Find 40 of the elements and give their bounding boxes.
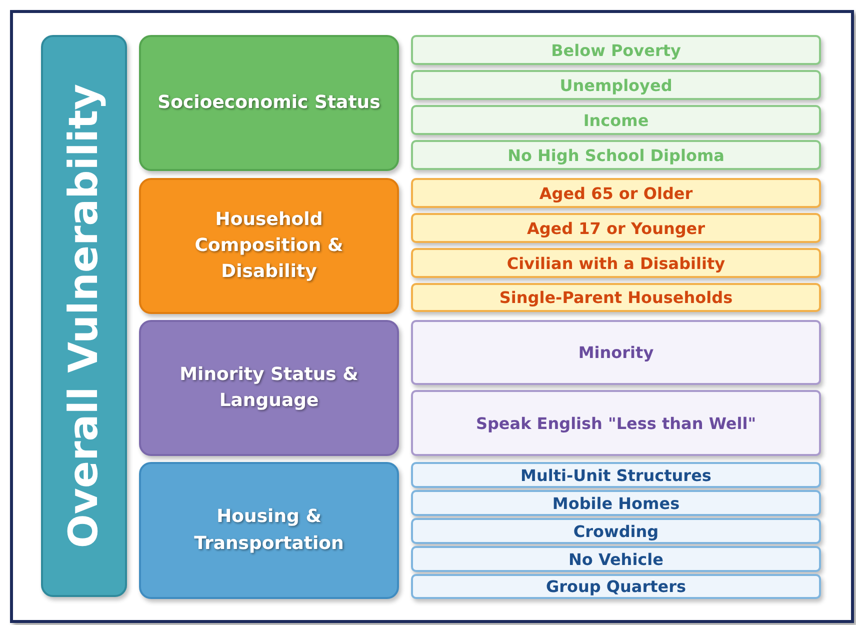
category-box xyxy=(139,320,399,456)
indicator-label: Income xyxy=(583,110,649,130)
indicator-box xyxy=(411,320,821,385)
indicator-box xyxy=(411,462,821,488)
indicator-label: Civilian with a Disability xyxy=(506,254,726,272)
category-label: Household Composition & Disability xyxy=(194,208,344,284)
indicator-label: No High School Diploma xyxy=(508,146,724,164)
indicator-label: Multi-Unit Structures xyxy=(520,466,712,484)
indicator-box xyxy=(411,574,821,599)
vertical-heading: Overall Vulnerability xyxy=(61,84,107,548)
indicator-label: Unemployed xyxy=(560,76,672,94)
indicator-label: Aged 17 or Younger xyxy=(526,218,706,238)
indicator-label: Aged 65 or Older xyxy=(539,184,693,202)
indicator-box xyxy=(411,248,821,278)
indicator-box xyxy=(411,490,821,516)
indicator-box xyxy=(411,390,821,456)
indicator-box xyxy=(411,70,821,100)
indicator-label: Below Poverty xyxy=(551,40,681,60)
category-box xyxy=(139,462,399,599)
indicator-box xyxy=(411,105,821,135)
indicator-label: Group Quarters xyxy=(546,577,686,596)
indicator-label: Mobile Homes xyxy=(552,494,680,512)
indicator-label: Speak English "Less than Well" xyxy=(476,414,756,432)
category-label: Housing & Transportation xyxy=(193,505,345,556)
indicator-box xyxy=(411,283,821,312)
category-box xyxy=(139,178,399,314)
indicator-label: Crowding xyxy=(573,522,659,540)
category-box xyxy=(139,35,399,171)
indicator-box xyxy=(411,140,821,170)
indicator-box xyxy=(411,546,821,572)
indicator-box xyxy=(411,178,821,208)
title-bar xyxy=(41,35,127,597)
indicator-box xyxy=(411,35,821,65)
indicator-label: Minority xyxy=(578,343,654,362)
indicator-box xyxy=(411,213,821,243)
category-label: Socioeconomic Status xyxy=(156,90,382,115)
category-label: Minority Status & Language xyxy=(178,362,360,413)
indicator-label: Single-Parent Households xyxy=(499,288,733,307)
indicator-box xyxy=(411,518,821,544)
indicator-label: No Vehicle xyxy=(568,550,664,568)
